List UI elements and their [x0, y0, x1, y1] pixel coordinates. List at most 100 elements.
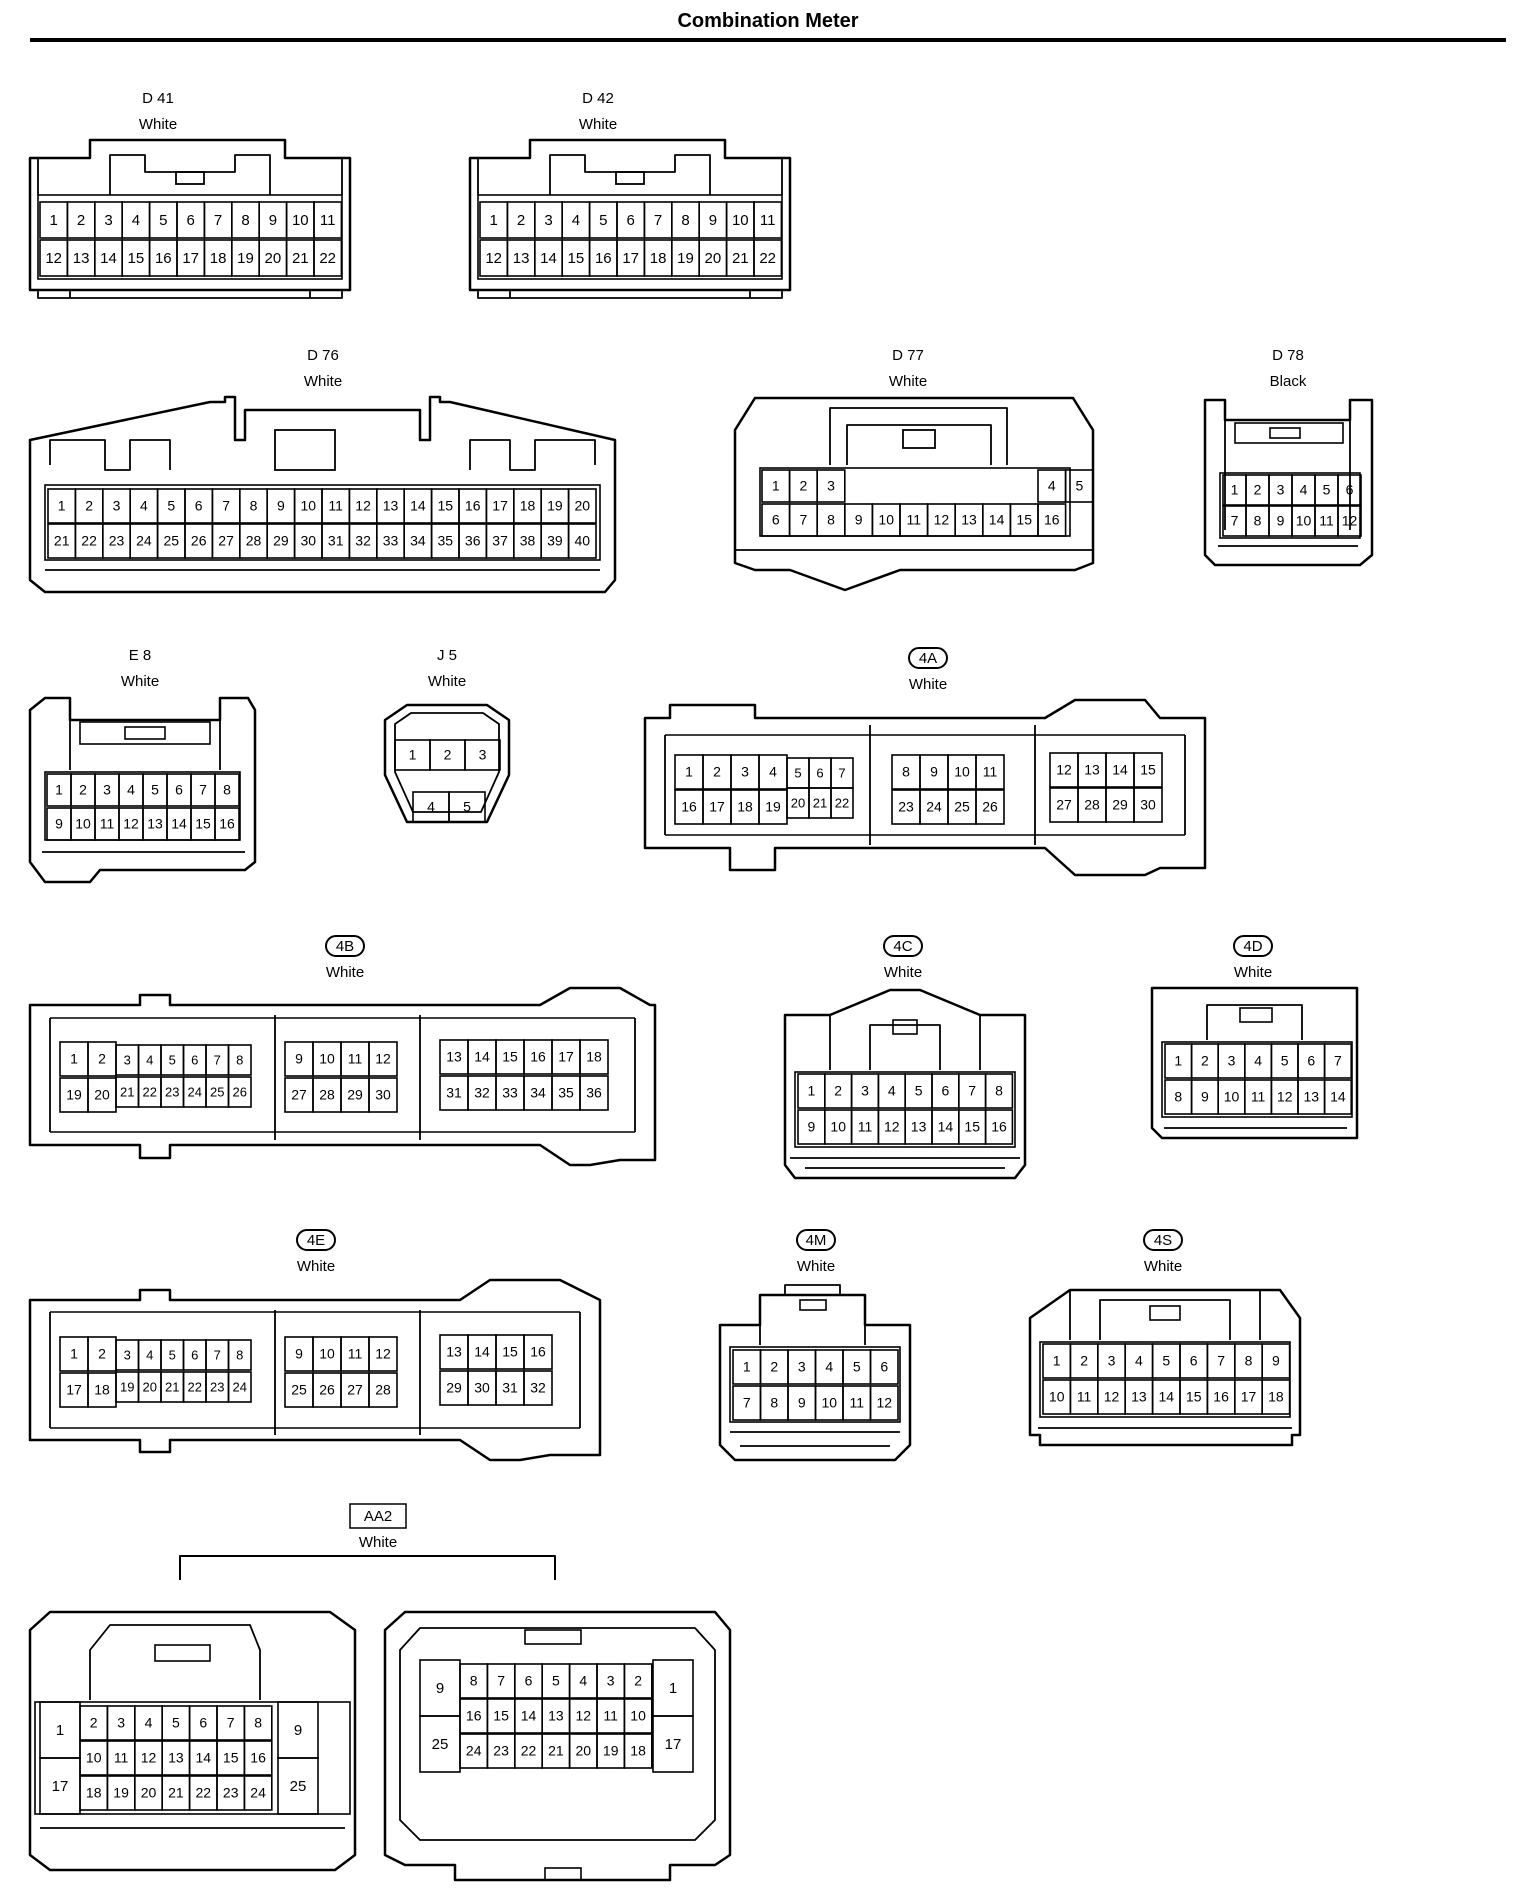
pin: 6: [182, 1339, 207, 1371]
pin: 7: [1206, 1343, 1236, 1379]
pin: 3: [730, 754, 760, 790]
svg-text:7: 7: [968, 1083, 976, 1099]
pin: 5: [161, 1705, 191, 1741]
pin: 13: [541, 1698, 571, 1734]
svg-text:13: 13: [446, 1049, 462, 1065]
svg-text:40: 40: [575, 533, 591, 549]
pin: 12: [368, 1041, 398, 1077]
pin: 6: [166, 773, 192, 807]
svg-text:3: 3: [124, 1052, 131, 1067]
pin: 4: [1244, 1043, 1273, 1079]
svg-text:3: 3: [103, 782, 111, 798]
svg-text:5: 5: [552, 1673, 560, 1689]
svg-text:17: 17: [1241, 1389, 1257, 1405]
pin: 2: [623, 1663, 653, 1699]
pin: 18: [579, 1039, 609, 1075]
pin: 15: [495, 1039, 525, 1075]
svg-text:21: 21: [732, 250, 749, 267]
pin: 22: [513, 1733, 543, 1769]
pin: 2: [87, 1041, 117, 1077]
pin: 8: [459, 1663, 489, 1699]
pin: 10: [725, 201, 755, 239]
connector-id: D 77: [892, 347, 924, 364]
svg-text:6: 6: [525, 1673, 533, 1689]
svg-text:11: 11: [348, 1051, 363, 1067]
svg-text:10: 10: [319, 1346, 335, 1362]
svg-text:8: 8: [1174, 1089, 1182, 1105]
svg-text:9: 9: [295, 1051, 303, 1067]
pin: 16: [243, 1740, 273, 1776]
svg-text:31: 31: [446, 1085, 462, 1101]
pin: 17: [551, 1039, 581, 1075]
svg-text:8: 8: [1254, 513, 1262, 529]
pin: 40: [567, 523, 597, 559]
svg-text:16: 16: [530, 1049, 546, 1065]
svg-text:15: 15: [195, 816, 211, 832]
pin: 30: [293, 523, 323, 559]
svg-text:10: 10: [821, 1395, 837, 1411]
pin: 35: [430, 523, 460, 559]
pin: 4: [118, 773, 144, 807]
pin: 16: [523, 1334, 553, 1370]
svg-text:24: 24: [466, 1743, 482, 1759]
pin: 37: [485, 523, 515, 559]
pin: 20: [786, 787, 810, 819]
pin: 7: [732, 1385, 762, 1421]
svg-text:26: 26: [982, 799, 998, 815]
svg-text:8: 8: [250, 498, 258, 514]
pin: 9: [419, 1659, 461, 1717]
svg-text:21: 21: [548, 1743, 564, 1759]
pin: 25: [277, 1757, 319, 1815]
svg-text:10: 10: [319, 1051, 335, 1067]
pin: 12: [134, 1740, 164, 1776]
pin: 10: [947, 754, 977, 790]
pin: 8: [239, 488, 269, 524]
svg-text:15: 15: [502, 1049, 518, 1065]
pin: 2: [1190, 1043, 1219, 1079]
pin: 32: [467, 1075, 497, 1111]
svg-text:17: 17: [52, 1778, 69, 1795]
svg-text:17: 17: [66, 1382, 82, 1398]
svg-text:13: 13: [147, 816, 163, 832]
svg-text:27: 27: [347, 1382, 363, 1398]
pin: 18: [87, 1372, 117, 1408]
svg-text:10: 10: [86, 1750, 102, 1766]
svg-text:16: 16: [219, 816, 235, 832]
pin: 1: [797, 1073, 826, 1109]
pin: 8: [670, 201, 700, 239]
pin: 22: [188, 1775, 218, 1811]
pin: 30: [368, 1077, 398, 1113]
pin: 5: [904, 1073, 933, 1109]
pin: 18: [643, 239, 673, 277]
svg-text:20: 20: [791, 795, 805, 810]
pin: 16: [588, 239, 618, 277]
svg-text:12: 12: [375, 1051, 391, 1067]
pin: 20: [258, 239, 288, 277]
pin: 16: [148, 239, 178, 277]
pin: 16: [214, 807, 240, 841]
pin: 22: [313, 239, 343, 277]
pin: 4: [814, 1349, 844, 1385]
pin: 26: [184, 523, 214, 559]
svg-text:3: 3: [117, 1715, 125, 1731]
svg-text:4: 4: [825, 1359, 833, 1375]
svg-text:18: 18: [650, 250, 667, 267]
svg-text:3: 3: [124, 1347, 131, 1362]
svg-text:18: 18: [630, 1743, 646, 1759]
pin: 4: [137, 1044, 162, 1076]
svg-text:22: 22: [81, 533, 97, 549]
pin: 19: [540, 488, 570, 524]
svg-text:14: 14: [410, 498, 426, 514]
svg-text:6: 6: [772, 512, 780, 528]
connector-color: White: [1234, 964, 1272, 981]
svg-text:38: 38: [520, 533, 536, 549]
pin: 27: [1049, 787, 1079, 823]
connector-color: White: [579, 116, 617, 133]
pin: 24: [227, 1371, 252, 1403]
pin: 9: [843, 503, 874, 537]
svg-text:17: 17: [182, 250, 199, 267]
svg-text:6: 6: [195, 498, 203, 514]
pin: 14: [931, 1109, 960, 1145]
